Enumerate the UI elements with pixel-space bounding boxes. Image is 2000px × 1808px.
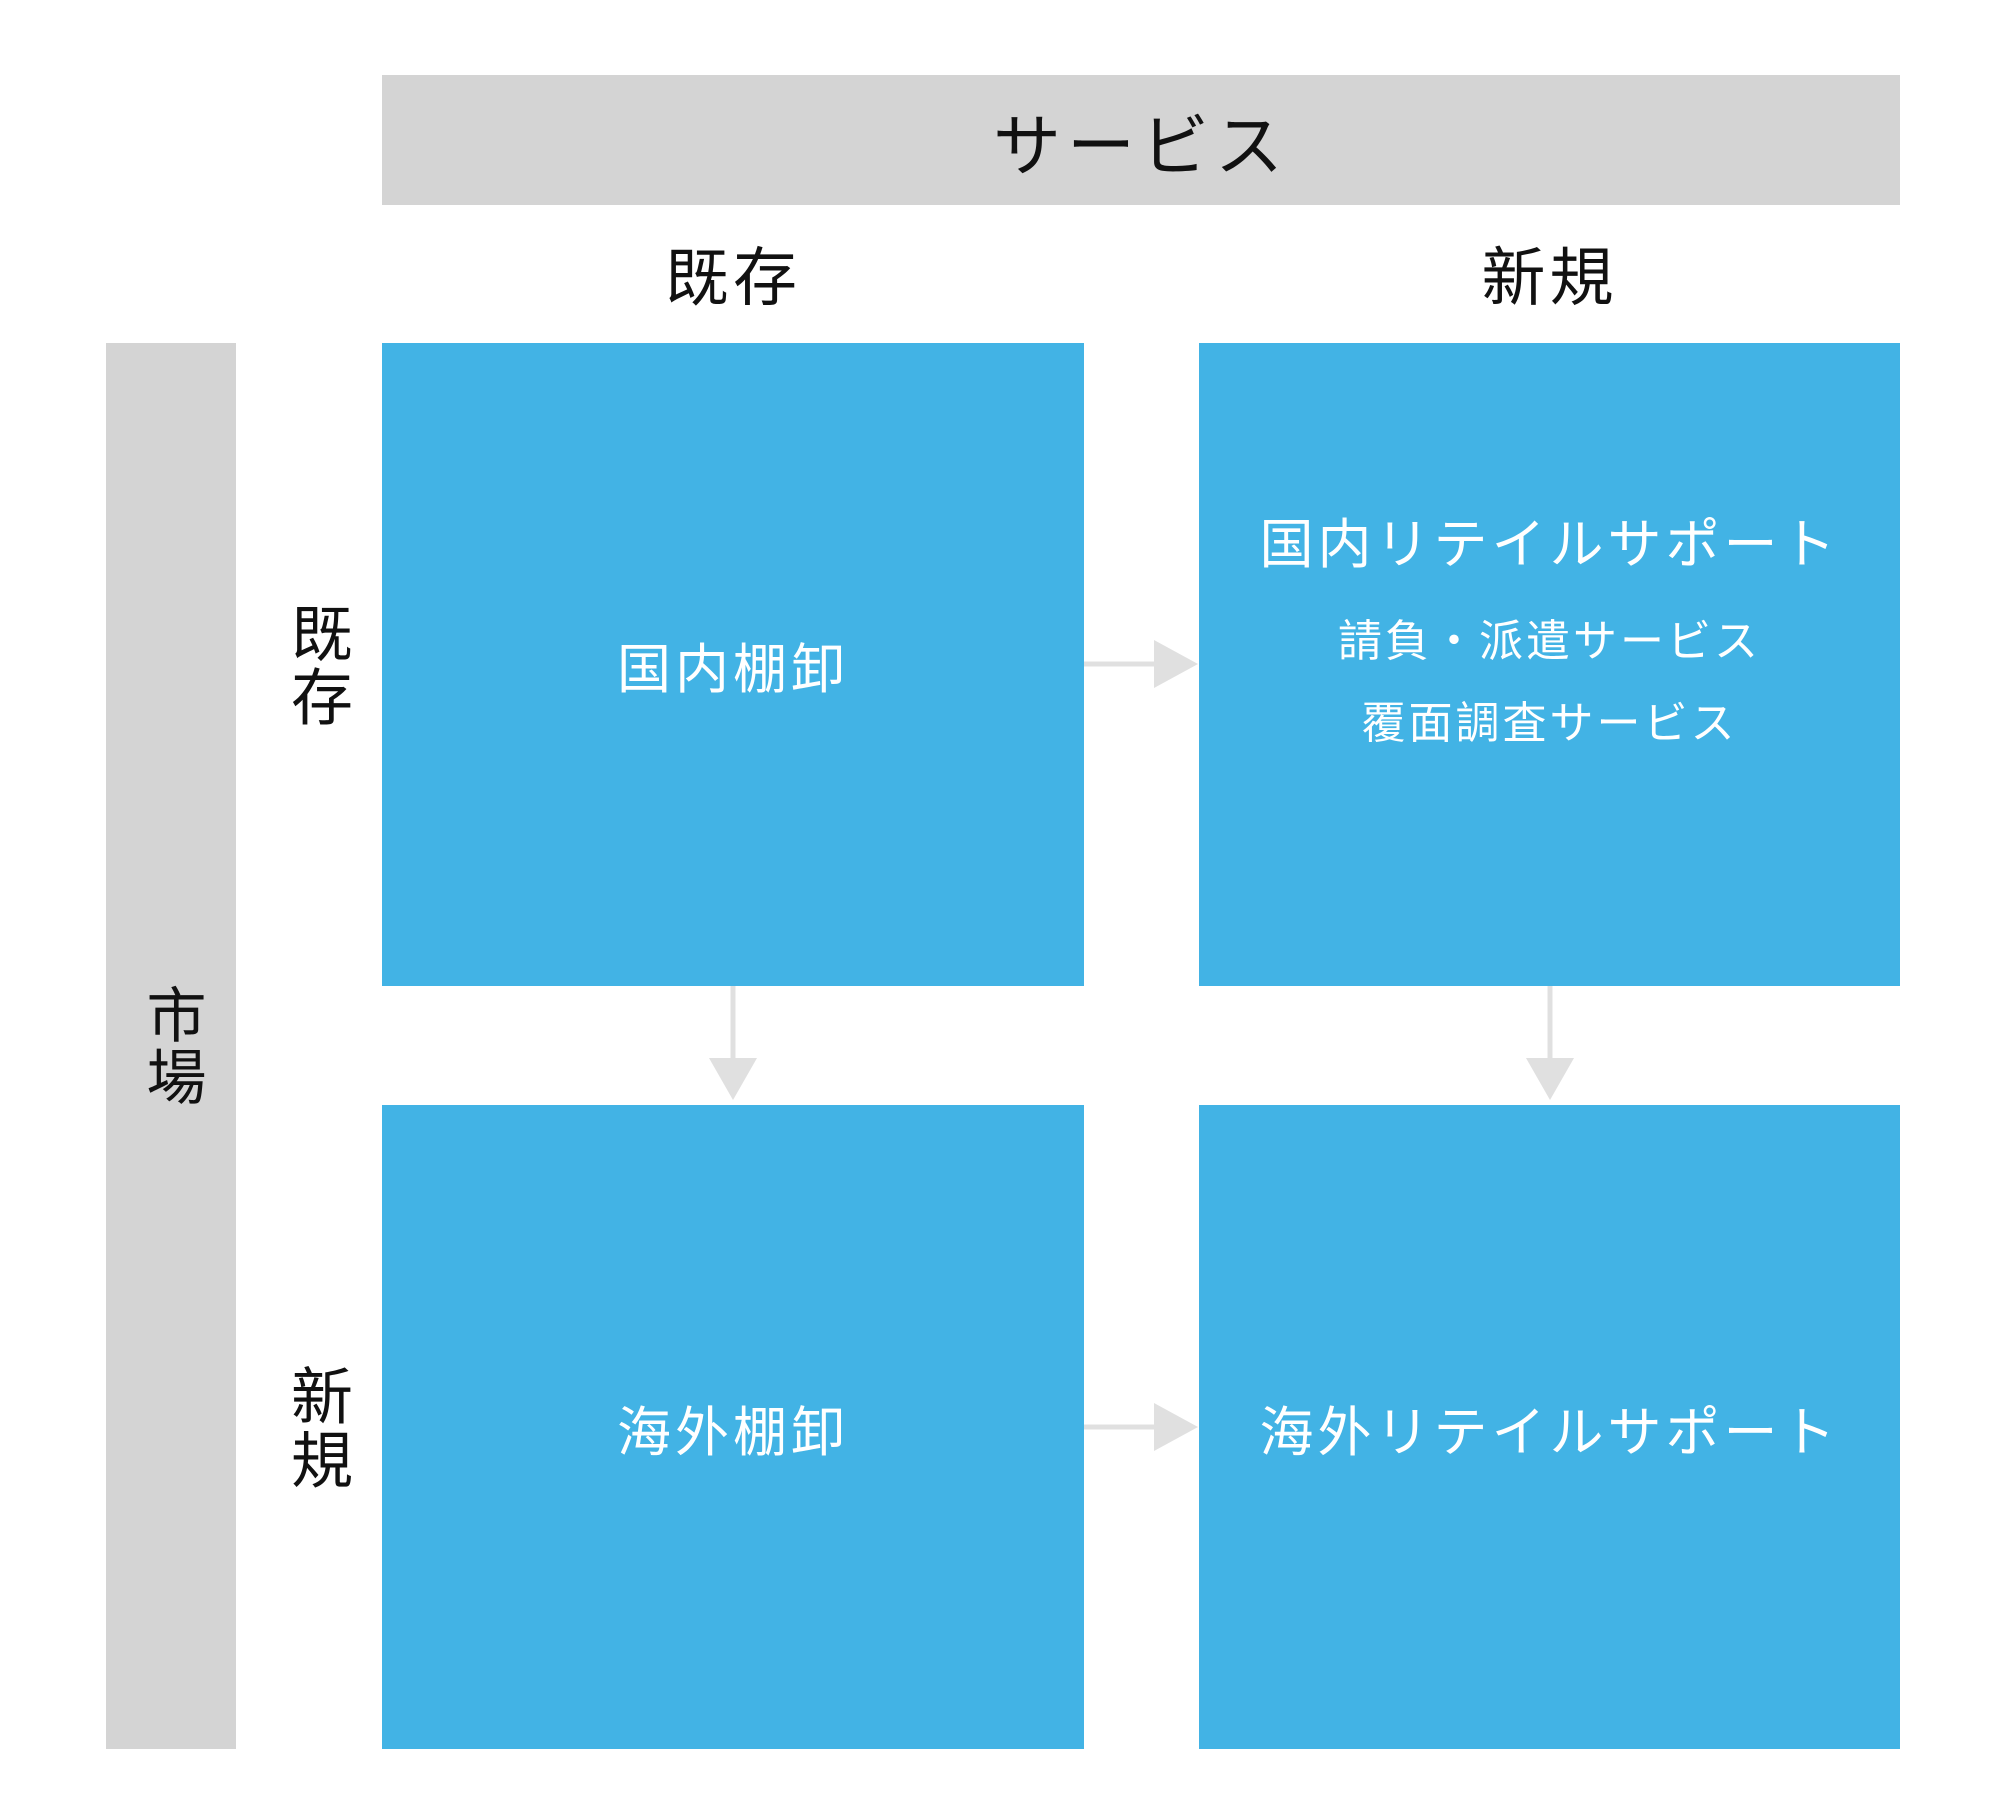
arrow-down-right <box>1526 986 1574 1100</box>
cell-title: 国内リテイルサポート <box>1259 513 1840 576</box>
arrow-down-left <box>709 986 757 1100</box>
cell-title: 海外リテイルサポート <box>1259 1400 1840 1464</box>
column-label-existing: 既存 <box>665 242 801 316</box>
column-label-new: 新規 <box>1481 242 1618 316</box>
arrow-right-top <box>1084 640 1198 688</box>
cell-sub-item: 覆面調査サービス <box>1361 698 1738 749</box>
market-axis-label: 市場 <box>136 984 206 1108</box>
cell-domestic-retail-support: 国内リテイルサポート 請負・派遣サービス 覆面調査サービス <box>1199 343 1900 986</box>
service-axis-label: サービス <box>992 107 1289 187</box>
row-label-new: 新規 <box>280 1364 353 1492</box>
cell-sub-item: 請負・派遣サービス <box>1338 616 1761 667</box>
row-label-existing: 既存 <box>280 601 353 729</box>
service-axis-bar: サービス <box>382 75 1900 205</box>
cell-title: 海外棚卸 <box>617 1400 849 1464</box>
market-axis-bar: 市場 <box>106 343 236 1749</box>
arrow-right-bottom <box>1084 1403 1198 1451</box>
cell-overseas-retail-support: 海外リテイルサポート <box>1199 1105 1900 1749</box>
cell-overseas-inventory: 海外棚卸 <box>382 1105 1084 1749</box>
cell-title: 国内棚卸 <box>617 638 849 701</box>
cell-domestic-inventory: 国内棚卸 <box>382 343 1084 986</box>
